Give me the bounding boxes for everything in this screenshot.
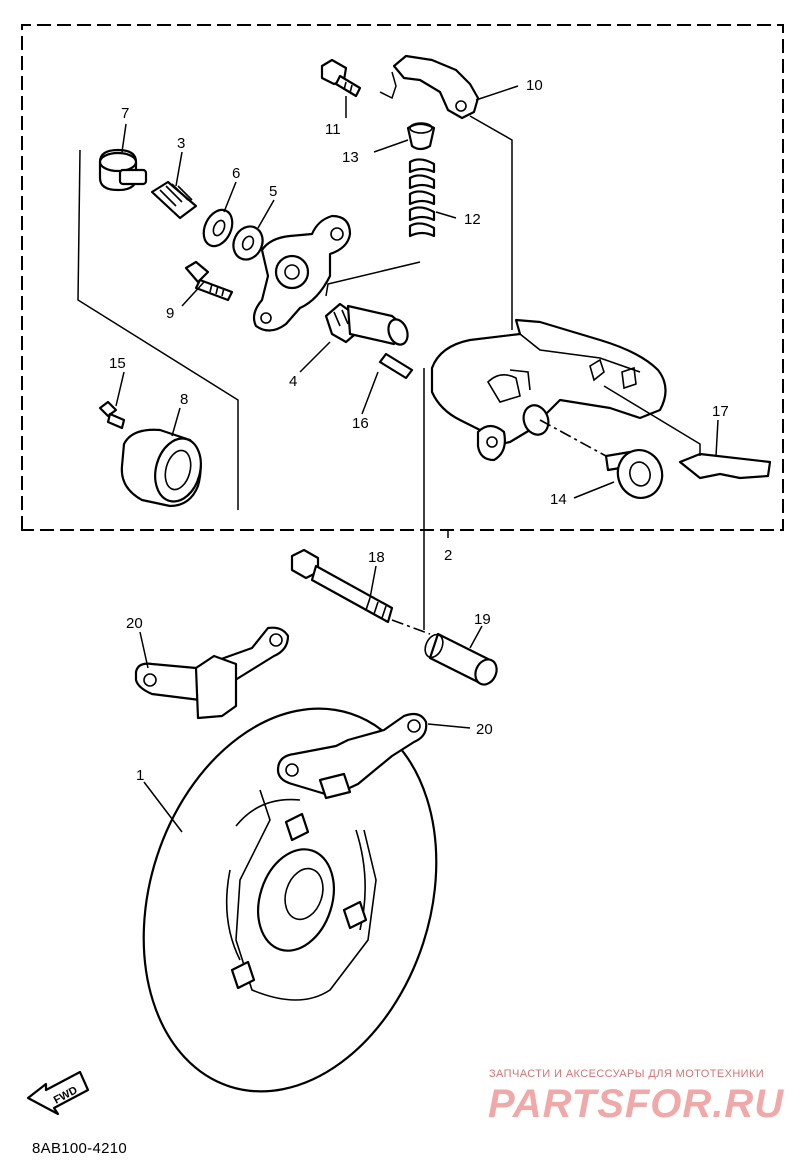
diagram-code: 8AB100-4210 (32, 1140, 128, 1157)
callout-numbers: 7 3 6 5 9 4 16 15 8 11 10 13 12 14 17 2 … (109, 77, 729, 784)
part-5-washer (232, 225, 264, 261)
pad-support-bracket (252, 214, 352, 332)
fwd-arrow: FWD (26, 1070, 90, 1116)
callout-3: 3 (177, 135, 185, 152)
callout-12: 12 (464, 211, 481, 228)
part-15-bleed-screw (98, 400, 126, 430)
part-1-brake-disc (142, 707, 438, 1093)
watermark-logo: PARTSFOR.RU (488, 1082, 785, 1126)
callout-11: 11 (325, 121, 341, 138)
caliper-body (430, 318, 667, 462)
callout-4: 4 (289, 373, 297, 390)
part-7-bleed-cap (98, 148, 148, 192)
part-10-lever (392, 54, 480, 120)
callout-10: 10 (526, 77, 543, 94)
callout-9: 9 (166, 305, 174, 322)
callout-2: 2 (444, 547, 452, 564)
callout-20-lower: 20 (476, 721, 493, 738)
callout-19: 19 (474, 611, 491, 628)
callout-15: 15 (109, 355, 126, 372)
part-20-pad-upper (134, 626, 290, 720)
part-14-pin (604, 449, 664, 499)
part-11-bolt (320, 58, 362, 98)
part-8-piston (120, 428, 202, 508)
callout-14: 14 (550, 491, 567, 508)
part-20-pad-lower (276, 712, 428, 800)
part-13-nut (406, 122, 436, 151)
callout-13: 13 (342, 149, 359, 166)
callout-leaders (115, 85, 719, 833)
part-9-bolt (184, 260, 234, 302)
part-18-bolt (290, 548, 394, 624)
part-19-sleeve (424, 632, 498, 686)
callout-18: 18 (368, 549, 385, 566)
callout-5: 5 (269, 183, 277, 200)
callout-20-upper: 20 (126, 615, 143, 632)
part-17-spring-clip (678, 452, 772, 480)
part-3-bleed-screw (150, 180, 198, 220)
callout-17: 17 (712, 403, 729, 420)
assembly-lines (77, 71, 701, 635)
callout-6: 6 (232, 165, 240, 182)
callout-8: 8 (180, 391, 188, 408)
callout-7: 7 (121, 105, 129, 122)
callout-16: 16 (352, 415, 369, 432)
watermark-tagline: ЗАПЧАСТИ И АКСЕССУАРЫ ДЛЯ МОТОТЕХНИКИ (489, 1068, 765, 1080)
callout-1: 1 (136, 767, 144, 784)
part-6-clip (202, 208, 234, 248)
part-4-adjuster-shaft (324, 302, 409, 346)
part-16-pin (378, 352, 414, 380)
caliper-assembly-boundary (21, 24, 784, 531)
part-12-spring (408, 158, 436, 238)
